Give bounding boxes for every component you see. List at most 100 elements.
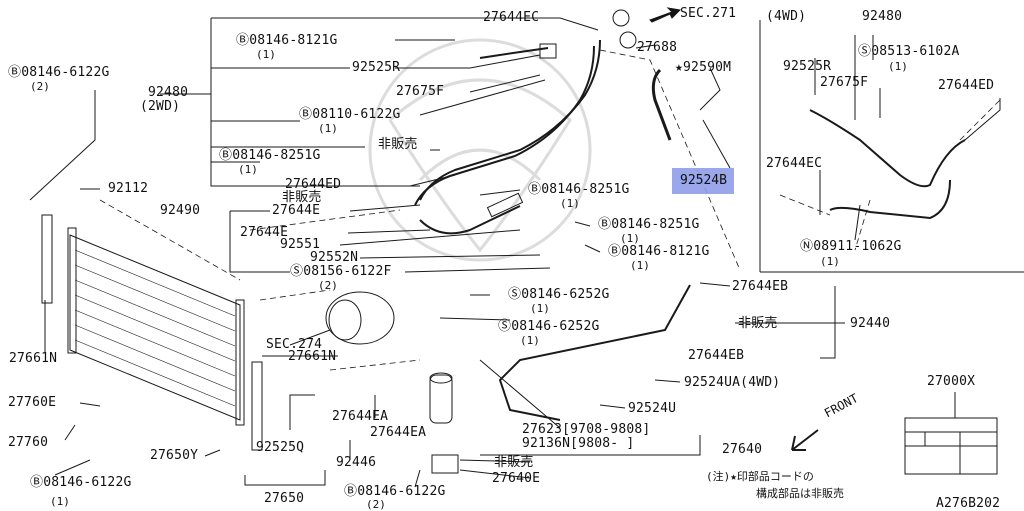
hose-upper xyxy=(419,39,601,201)
condenser-tank-left xyxy=(67,227,77,354)
inset-label-s08513-6102A-qty: (1) xyxy=(888,60,908,73)
compressor-clutch xyxy=(328,299,362,341)
label-2wd: (2WD) xyxy=(140,99,181,114)
label-b08110-6122G: Ⓑ08110-6122G xyxy=(299,107,401,122)
label-92590M: ★92590M xyxy=(675,60,732,75)
label-27650: 27650 xyxy=(264,491,305,506)
label-b08146-8251G-a-qty: (1) xyxy=(238,163,258,176)
watermark xyxy=(368,38,592,262)
grommet-b xyxy=(619,31,637,49)
label-hanbai-2: 非販売 xyxy=(282,190,322,205)
label-s08156-6122F: Ⓢ08156-6122F xyxy=(290,264,392,279)
seal-27661N-left xyxy=(41,214,53,304)
label-b08146-8121G-qty: (1) xyxy=(256,48,276,61)
label-92525R: 92525R xyxy=(352,60,401,75)
label-27640: 27640 xyxy=(722,442,763,457)
label-s08156-6122F-qty: (2) xyxy=(318,279,338,292)
label-sec271: SEC.271 xyxy=(680,6,737,21)
label-b08146-8251G-c-qty: (1) xyxy=(620,232,640,245)
label-92524U: 92524U xyxy=(628,401,677,416)
hose-sleeve xyxy=(486,192,524,218)
label-27000X: 27000X xyxy=(927,374,976,389)
label-b08146-8121G-b-qty: (1) xyxy=(630,259,650,272)
label-b08146-8251G-a: Ⓑ08146-8251G xyxy=(219,148,321,163)
label-b08146-6122G-b: Ⓑ08146-6122G xyxy=(344,484,446,499)
inset-hose-lower xyxy=(829,179,951,220)
label-27644ED: 27644ED xyxy=(285,177,342,192)
label-hanbai-4: 非販売 xyxy=(494,455,534,470)
label-92480: 92480 xyxy=(148,85,189,100)
inset-label-n08911-1062G: Ⓝ08911-1062G xyxy=(800,239,902,254)
label-92551: 92551 xyxy=(280,237,321,252)
label-27760: 27760 xyxy=(8,435,49,450)
label-b08146-6122G-tl-qty: (2) xyxy=(30,80,50,93)
catalog-number: A276B202 xyxy=(936,496,1001,511)
inset-title-4wd: (4WD) xyxy=(766,9,807,24)
sec271-arrow xyxy=(649,7,682,23)
label-27661N-mid: 27661N xyxy=(288,349,337,364)
label-27644EA-b: 27644EA xyxy=(370,425,427,440)
label-b08146-6122G-tl: Ⓑ08146-6122G xyxy=(8,65,110,80)
receiver-drier-top xyxy=(429,372,453,384)
grommet-a xyxy=(612,9,630,27)
note-line-1: (注)★印部品コードの xyxy=(706,470,814,483)
label-92136N: 92136N[9808- ] xyxy=(522,436,635,451)
label-s08146-6252G-a: Ⓢ08146-6252G xyxy=(508,287,610,302)
fitting-upper xyxy=(539,43,557,59)
label-92524B[interactable]: 92524B xyxy=(680,173,727,188)
label-hanbai-3: 非販売 xyxy=(738,316,778,331)
compressor xyxy=(325,291,395,345)
label-27644EB-a: 27644EB xyxy=(732,279,789,294)
inset-label-s08513-6102A: Ⓢ08513-6102A xyxy=(858,44,960,59)
inset-hose-upper xyxy=(809,109,966,188)
label-27644EC: 27644EC xyxy=(483,10,540,25)
label-92524UA: 92524UA(4WD) xyxy=(684,375,781,390)
pipe-92440 xyxy=(498,284,691,421)
label-92490: 92490 xyxy=(160,203,201,218)
label-27623: 27623[9708-9808] xyxy=(522,422,651,437)
label-92112: 92112 xyxy=(108,181,149,196)
highlight-92524B xyxy=(672,168,734,194)
label-27661N-left: 27661N xyxy=(9,351,58,366)
label-92552N: 92552N xyxy=(310,250,359,265)
label-b08146-6122G-c-qty: (1) xyxy=(50,495,70,508)
label-b08146-6122G-b-qty: (2) xyxy=(366,498,386,511)
condenser-core xyxy=(69,234,241,421)
inset-label-92480: 92480 xyxy=(862,9,903,24)
label-27644EB-b: 27644EB xyxy=(688,348,745,363)
inset-label-92525R: 92525R xyxy=(783,59,832,74)
note-line-2: 構成部品は非販売 xyxy=(756,487,844,500)
label-27644EA-a: 27644EA xyxy=(332,409,389,424)
label-27644E-b: 27644E xyxy=(240,225,289,240)
label-s08146-6252G-b-qty: (1) xyxy=(520,334,540,347)
label-b08110-6122G-qty: (1) xyxy=(318,122,338,135)
inset-label-27675F: 27675F xyxy=(820,75,869,90)
label-s08146-6252G-b: Ⓢ08146-6252G xyxy=(498,319,600,334)
label-b08146-8251G-b: Ⓑ08146-8251G xyxy=(528,182,630,197)
inset-label-27644ED: 27644ED xyxy=(938,78,995,93)
label-s08146-6252G-a-qty: (1) xyxy=(530,302,550,315)
hose-mid xyxy=(419,205,521,235)
front-arrow xyxy=(791,429,819,451)
hose-92590M xyxy=(651,68,672,141)
bracket-upper xyxy=(479,47,549,59)
label-b08146-8251G-b-qty: (1) xyxy=(560,197,580,210)
label-27650Y: 27650Y xyxy=(150,448,199,463)
label-27688: 27688 xyxy=(637,40,678,55)
inset-label-n08911-1062G-qty: (1) xyxy=(820,255,840,268)
seal-27661N-right xyxy=(251,361,263,451)
receiver-drier xyxy=(429,374,453,424)
label-92440: 92440 xyxy=(850,316,891,331)
label-b08146-8121G-b: Ⓑ08146-8121G xyxy=(608,244,710,259)
label-b08146-8121G: Ⓑ08146-8121G xyxy=(236,33,338,48)
label-92525Q: 92525Q xyxy=(256,440,305,455)
hose-upper-inner xyxy=(414,45,595,206)
label-b08146-8251G-c: Ⓑ08146-8251G xyxy=(598,217,700,232)
condenser-tank-right xyxy=(235,299,245,426)
label-27675F: 27675F xyxy=(396,84,445,99)
label-b08146-6122G-c: Ⓑ08146-6122G xyxy=(30,475,132,490)
label-92446: 92446 xyxy=(336,455,377,470)
label-27640E: 27640E xyxy=(492,471,541,486)
